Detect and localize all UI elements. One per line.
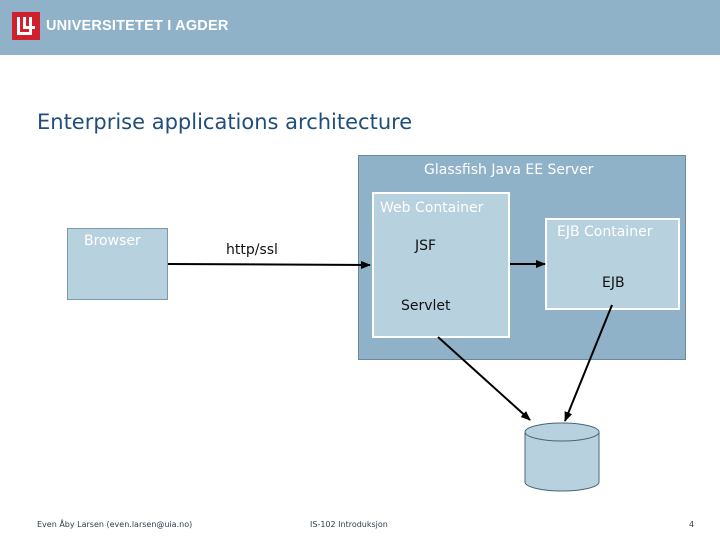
footer-author: Even Åby Larsen (even.larsen@uia.no)	[37, 520, 193, 529]
header-bar: UNIVERSITETET I AGDER	[0, 0, 720, 55]
jsf-label: JSF	[415, 238, 437, 254]
browser-label: Browser	[84, 233, 141, 249]
browser-box	[67, 228, 168, 300]
web-container-box	[372, 192, 510, 338]
servlet-to-database-arrow	[437, 336, 531, 421]
protocol-label: http/ssl	[226, 242, 278, 258]
ejb-container-label: EJB Container	[557, 224, 653, 240]
ejb-to-database-arrow	[564, 304, 613, 422]
footer-page-number: 4	[689, 520, 695, 529]
servlet-label: Servlet	[401, 298, 451, 314]
database-icon	[524, 422, 600, 492]
uia-logo-icon	[12, 12, 40, 40]
ejb-label: EJB	[602, 275, 625, 291]
server-label: Glassfish Java EE Server	[424, 162, 594, 178]
footer-course: IS-102 Introduksjon	[310, 520, 388, 529]
slide-title: Enterprise applications architecture	[37, 110, 413, 134]
web-container-label: Web Container	[380, 200, 484, 216]
ejb-container-box	[545, 218, 680, 310]
browser-to-jsf-arrow	[167, 260, 371, 269]
brand-name: UNIVERSITETET I AGDER	[46, 18, 229, 34]
